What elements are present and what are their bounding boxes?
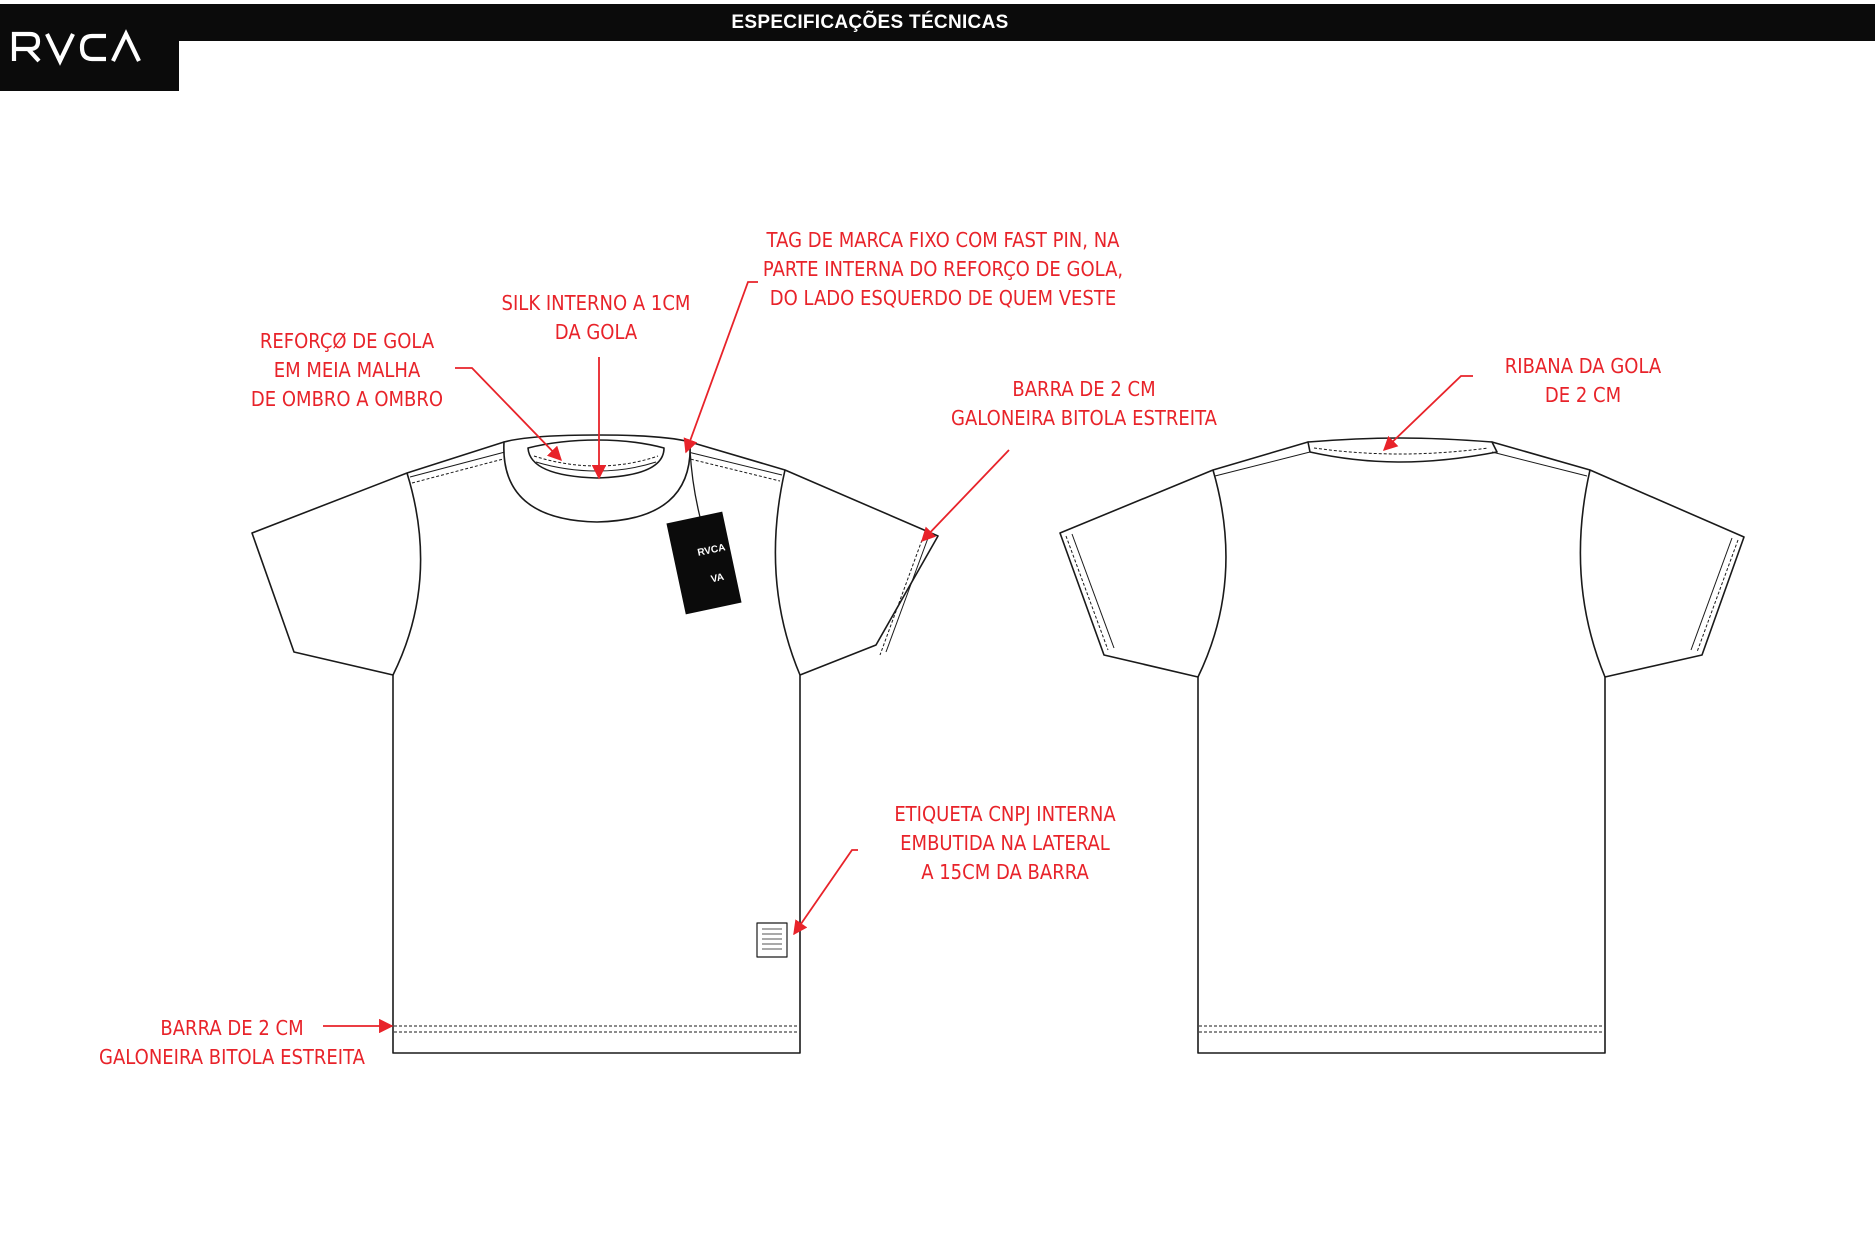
arrow-cnpj-label: [793, 849, 858, 936]
front-view: [251, 434, 939, 1054]
callout-inner-silk: SILK INTERNO A 1CM DA GOLA: [501, 291, 691, 344]
annotation-arrows: [323, 281, 1473, 1034]
page-title: ESPECIFICAÇÕES TÉCNICAS: [731, 12, 1009, 33]
callout-cnpj-label: ETIQUETA CNPJ INTERNA EMBUTIDA NA LATERA…: [894, 802, 1116, 884]
header-bar: ESPECIFICAÇÕES TÉCNICAS: [0, 4, 1875, 41]
callout-brand-tag: TAG DE MARCA FIXO COM FAST PIN, NA PARTE…: [762, 228, 1124, 310]
rvca-logo-icon: [11, 29, 141, 66]
back-view: [1059, 437, 1745, 1054]
callout-sleeve-hem: BARRA DE 2 CM GALONEIRA BITOLA ESTREITA: [951, 377, 1217, 430]
arrow-collar-reinforcement: [455, 367, 563, 462]
callout-collar-reinforcement: REFORÇØ DE GOLA EM MEIA MALHA DE OMBRO A…: [250, 329, 444, 411]
hang-tag: RVCA VA: [666, 449, 742, 615]
hangtag-mark: VA: [710, 572, 725, 585]
callout-bottom-hem: BARRA DE 2 CM GALONEIRA BITOLA ESTREITA: [99, 1016, 365, 1069]
brand-logo: [0, 4, 179, 91]
arrow-brand-tag: [683, 281, 758, 454]
arrow-back-collar-rib: [1382, 375, 1473, 451]
callout-back-collar-rib: RIBANA DA GOLA DE 2 CM: [1504, 354, 1662, 407]
arrow-sleeve-hem: [921, 449, 1010, 543]
